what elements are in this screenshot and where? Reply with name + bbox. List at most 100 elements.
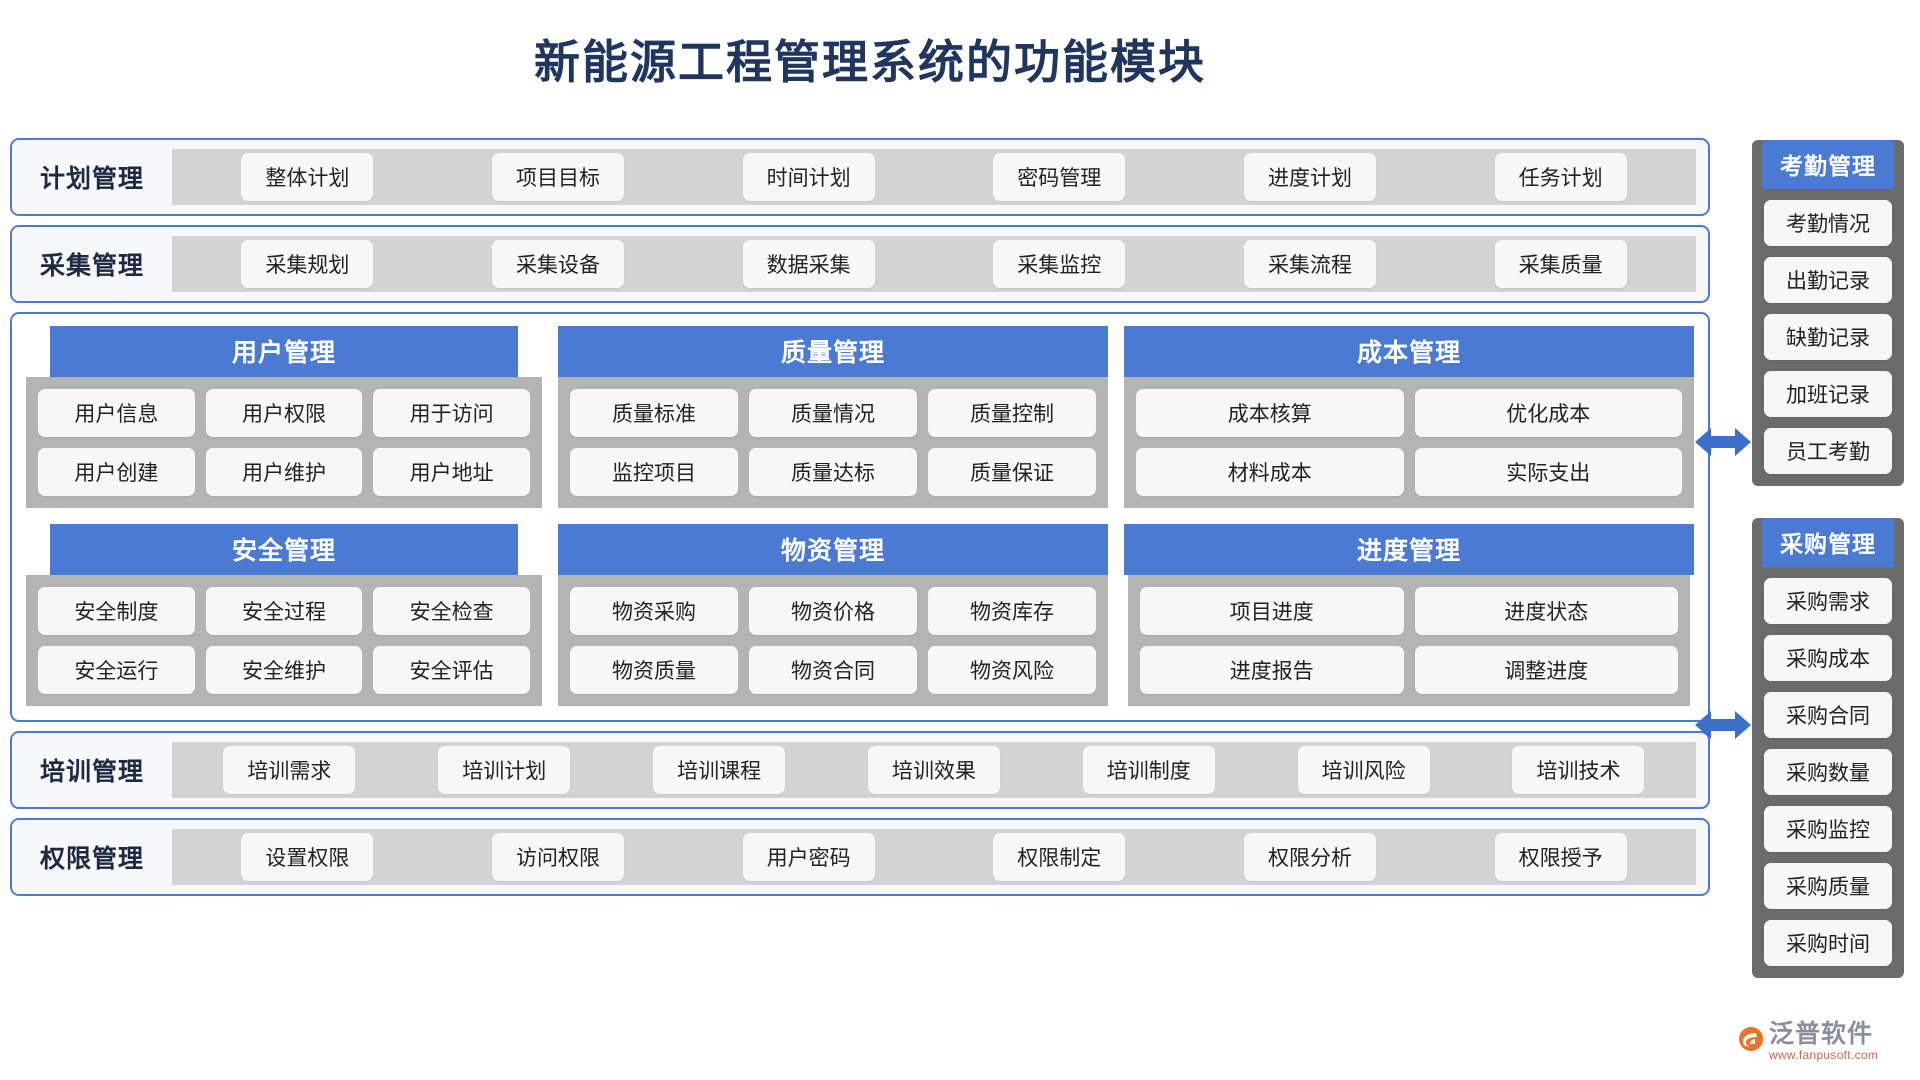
sidebar-panel-attendance: 考勤管理 考勤情况 出勤记录 缺勤记录 加班记录 员工考勤 [1752, 140, 1904, 486]
wide-row-collection-label: 采集管理 [12, 227, 172, 301]
pill-training-6[interactable]: 培训技术 [1512, 746, 1645, 794]
pill-safety-2[interactable]: 安全检查 [373, 587, 531, 635]
pill-collection-4[interactable]: 采集流程 [1243, 240, 1376, 288]
pill-progress-0[interactable]: 项目进度 [1140, 587, 1404, 635]
pill-permission-1[interactable]: 访问权限 [491, 833, 624, 881]
pill-quality-5[interactable]: 质量保证 [928, 448, 1096, 496]
sidebar-item-procurement-6[interactable]: 采购时间 [1764, 920, 1892, 966]
pill-training-1[interactable]: 培训计划 [438, 746, 571, 794]
sidebar-item-procurement-3[interactable]: 采购数量 [1764, 749, 1892, 795]
pill-permission-2[interactable]: 用户密码 [742, 833, 875, 881]
card-cost-management-header: 成本管理 [1124, 326, 1694, 377]
pill-quality-4[interactable]: 质量达标 [749, 448, 917, 496]
pill-user-4[interactable]: 用户维护 [205, 448, 363, 496]
card-material-management-body: 物资采购 物资价格 物资库存 物资质量 物资合同 物资风险 [558, 575, 1108, 706]
pill-plan-3[interactable]: 密码管理 [993, 153, 1126, 201]
card-cost-management: 成本管理 成本核算 优化成本 材料成本 实际支出 [1124, 326, 1694, 508]
pill-user-1[interactable]: 用户权限 [205, 389, 363, 437]
sidebar-item-attendance-1[interactable]: 出勤记录 [1764, 257, 1892, 303]
card-progress-management-body: 项目进度 进度状态 进度报告 调整进度 [1128, 575, 1690, 706]
pill-plan-0[interactable]: 整体计划 [241, 153, 374, 201]
card-line: 用户创建 用户维护 用户地址 [38, 448, 531, 496]
pill-quality-2[interactable]: 质量控制 [928, 389, 1096, 437]
pill-material-1[interactable]: 物资价格 [749, 587, 917, 635]
pill-training-0[interactable]: 培训需求 [223, 746, 356, 794]
pill-collection-0[interactable]: 采集规划 [241, 240, 374, 288]
wide-row-permission-label: 权限管理 [12, 820, 172, 894]
pill-quality-1[interactable]: 质量情况 [749, 389, 917, 437]
pill-safety-3[interactable]: 安全运行 [38, 646, 195, 694]
sidebar-item-attendance-0[interactable]: 考勤情况 [1764, 200, 1892, 246]
sidebar-item-procurement-5[interactable]: 采购质量 [1764, 863, 1892, 909]
pill-cost-1[interactable]: 优化成本 [1414, 389, 1682, 437]
sidebar-item-procurement-2[interactable]: 采购合同 [1764, 692, 1892, 738]
card-user-management-body: 用户信息 用户权限 用于访问 用户创建 用户维护 用户地址 [26, 377, 542, 508]
pill-material-0[interactable]: 物资采购 [570, 587, 738, 635]
sidebar-item-procurement-4[interactable]: 采购监控 [1764, 806, 1892, 852]
pill-material-4[interactable]: 物资合同 [749, 646, 917, 694]
pill-permission-4[interactable]: 权限分析 [1243, 833, 1376, 881]
brand-name: 泛普软件 [1769, 1020, 1874, 1048]
pill-user-5[interactable]: 用户地址 [373, 448, 531, 496]
sidebar-item-procurement-1[interactable]: 采购成本 [1764, 635, 1892, 681]
card-material-management: 物资管理 物资采购 物资价格 物资库存 物资质量 物资合同 物资风险 [558, 524, 1108, 706]
pill-material-5[interactable]: 物资风险 [928, 646, 1096, 694]
page-title: 新能源工程管理系统的功能模块 [534, 37, 1206, 88]
pill-plan-5[interactable]: 任务计划 [1494, 153, 1627, 201]
pill-quality-3[interactable]: 监控项目 [570, 448, 738, 496]
wide-row-collection-strip: 采集规划 采集设备 数据采集 采集监控 采集流程 采集质量 [172, 236, 1696, 292]
pill-training-2[interactable]: 培训课程 [653, 746, 786, 794]
pill-material-3[interactable]: 物资质量 [570, 646, 738, 694]
pill-permission-5[interactable]: 权限授予 [1494, 833, 1627, 881]
card-progress-management-header: 进度管理 [1124, 524, 1694, 575]
sidebar-panel-procurement-header: 采购管理 [1762, 518, 1894, 567]
pill-material-2[interactable]: 物资库存 [928, 587, 1096, 635]
pill-progress-2[interactable]: 进度报告 [1140, 646, 1404, 694]
pill-collection-3[interactable]: 采集监控 [993, 240, 1126, 288]
card-cost-management-body: 成本核算 优化成本 材料成本 实际支出 [1124, 377, 1694, 508]
sidebar-item-attendance-2[interactable]: 缺勤记录 [1764, 314, 1892, 360]
pill-safety-1[interactable]: 安全过程 [205, 587, 363, 635]
card-quality-management-body: 质量标准 质量情况 质量控制 监控项目 质量达标 质量保证 [558, 377, 1108, 508]
pill-user-0[interactable]: 用户信息 [38, 389, 195, 437]
brand-logo-text: 泛普软件 www.fanpusoft.com [1769, 1020, 1878, 1062]
card-line: 安全运行 安全维护 安全评估 [38, 646, 531, 694]
pill-collection-2[interactable]: 数据采集 [742, 240, 875, 288]
pill-user-2[interactable]: 用于访问 [373, 389, 531, 437]
sidebar-item-procurement-0[interactable]: 采购需求 [1764, 578, 1892, 624]
pill-progress-1[interactable]: 进度状态 [1414, 587, 1678, 635]
wide-row-permission-strip: 设置权限 访问权限 用户密码 权限制定 权限分析 权限授予 [172, 829, 1696, 885]
wide-row-plan: 计划管理 整体计划 项目目标 时间计划 密码管理 进度计划 任务计划 [10, 138, 1710, 216]
pill-plan-2[interactable]: 时间计划 [742, 153, 875, 201]
card-material-management-header: 物资管理 [558, 524, 1108, 575]
pill-quality-0[interactable]: 质量标准 [570, 389, 738, 437]
card-safety-management: 安全管理 安全制度 安全过程 安全检查 安全运行 安全维护 安全评估 [26, 524, 542, 706]
pill-collection-1[interactable]: 采集设备 [491, 240, 624, 288]
pill-training-3[interactable]: 培训效果 [867, 746, 1000, 794]
pill-safety-0[interactable]: 安全制度 [38, 587, 195, 635]
pill-progress-3[interactable]: 调整进度 [1414, 646, 1678, 694]
pill-safety-5[interactable]: 安全评估 [373, 646, 531, 694]
pill-safety-4[interactable]: 安全维护 [205, 646, 363, 694]
sidebar-item-attendance-4[interactable]: 员工考勤 [1764, 428, 1892, 474]
card-line: 项目进度 进度状态 [1140, 587, 1678, 635]
pill-user-3[interactable]: 用户创建 [38, 448, 195, 496]
pill-permission-3[interactable]: 权限制定 [993, 833, 1126, 881]
sidebar-item-attendance-3[interactable]: 加班记录 [1764, 371, 1892, 417]
pill-training-4[interactable]: 培训制度 [1082, 746, 1215, 794]
pill-plan-1[interactable]: 项目目标 [491, 153, 624, 201]
wide-row-training-label: 培训管理 [12, 733, 172, 807]
pill-collection-5[interactable]: 采集质量 [1494, 240, 1627, 288]
pill-cost-2[interactable]: 材料成本 [1136, 448, 1404, 496]
card-line: 安全制度 安全过程 安全检查 [38, 587, 531, 635]
pill-training-5[interactable]: 培训风险 [1297, 746, 1430, 794]
card-row-2: 安全管理 安全制度 安全过程 安全检查 安全运行 安全维护 安全评估 [26, 524, 1694, 706]
pill-plan-4[interactable]: 进度计划 [1243, 153, 1376, 201]
pill-cost-0[interactable]: 成本核算 [1136, 389, 1404, 437]
double-arrow-icon-bottom [1695, 708, 1751, 742]
pill-cost-3[interactable]: 实际支出 [1414, 448, 1682, 496]
double-arrow-icon-top [1695, 425, 1751, 459]
card-line: 监控项目 质量达标 质量保证 [570, 448, 1096, 496]
pill-permission-0[interactable]: 设置权限 [241, 833, 374, 881]
card-line: 成本核算 优化成本 [1136, 389, 1682, 437]
